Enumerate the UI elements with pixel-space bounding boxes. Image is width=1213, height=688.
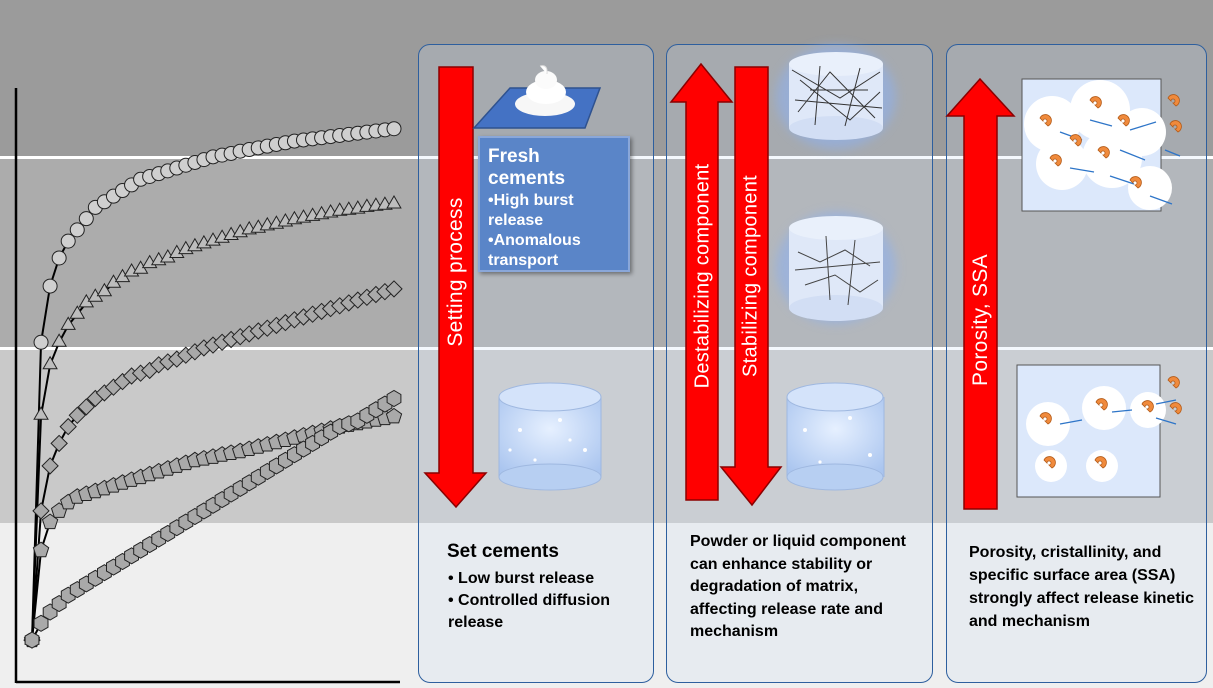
stabilizing-label: Stabilizing component bbox=[739, 175, 762, 377]
cement-paste-icon bbox=[472, 65, 602, 129]
data-point-triangle bbox=[33, 406, 49, 420]
porosity-ssa-label: Porosity, SSA bbox=[969, 254, 992, 386]
data-point-circle bbox=[386, 121, 402, 137]
setting-process-label: Setting process bbox=[444, 197, 467, 347]
data-point-pentagon bbox=[41, 513, 59, 530]
data-point-diamond bbox=[59, 417, 77, 436]
high-porosity-illustration bbox=[1021, 78, 1182, 212]
band-separator bbox=[0, 347, 1213, 350]
data-point-triangle bbox=[42, 355, 58, 370]
data-point-diamond bbox=[41, 457, 59, 475]
data-point-diamond bbox=[50, 434, 68, 453]
data-point-hexagon bbox=[386, 389, 402, 408]
porosity-description: Porosity, cristallinity, and specific su… bbox=[969, 544, 1194, 630]
fresh-cements-box: Fresh cements •High burst release •Anoma… bbox=[478, 136, 630, 272]
components-description: Powder or liquid component can enhance s… bbox=[690, 533, 906, 640]
data-point-diamond bbox=[385, 280, 403, 298]
fresh-item: •Anomalous transport bbox=[488, 232, 581, 269]
data-point-circle bbox=[60, 233, 76, 249]
fresh-cements-title: Fresh cements bbox=[488, 146, 566, 189]
set-item: • Low burst release bbox=[448, 570, 595, 587]
set-cements-list: • Low burst release • Controlled diffusi… bbox=[448, 568, 648, 634]
data-point-circle bbox=[69, 222, 85, 238]
data-point-hexagon bbox=[24, 631, 40, 649]
set-cement-cylinder bbox=[498, 382, 602, 491]
data-point-pentagon bbox=[32, 541, 50, 558]
band-top bbox=[0, 0, 1213, 158]
destabilizing-label: Destabilizing component bbox=[691, 163, 714, 389]
data-point-triangle bbox=[60, 316, 76, 330]
stabilizing-arrow bbox=[719, 66, 783, 507]
data-point-circle bbox=[33, 334, 49, 350]
setting-process-arrow bbox=[423, 66, 488, 509]
low-porosity-illustration bbox=[1016, 364, 1182, 498]
fresh-item: •High burst release bbox=[488, 192, 574, 229]
band-lower bbox=[0, 348, 1213, 523]
data-point-pentagon bbox=[385, 407, 403, 424]
data-point-triangle bbox=[51, 333, 67, 347]
data-point-diamond bbox=[68, 406, 87, 425]
set-item: • Controlled diffusion release bbox=[448, 592, 611, 631]
intact-matrix-cylinder bbox=[786, 382, 885, 491]
data-point-triangle bbox=[96, 282, 113, 297]
data-point-diamond bbox=[77, 398, 96, 416]
porosity-arrow bbox=[945, 77, 1016, 510]
degraded-matrix-cylinder bbox=[776, 45, 896, 149]
data-point-circle bbox=[51, 250, 67, 266]
data-point-circle bbox=[78, 211, 94, 227]
destabilizing-arrow bbox=[669, 62, 734, 501]
data-point-circle bbox=[42, 278, 58, 294]
data-point-diamond bbox=[32, 502, 50, 520]
set-cements-title: Set cements bbox=[447, 541, 559, 562]
cracked-matrix-cylinder bbox=[776, 212, 896, 324]
band-bottom bbox=[0, 523, 1213, 688]
data-point-diamond bbox=[240, 325, 258, 343]
data-point-triangle bbox=[69, 305, 86, 319]
release-curves-chart bbox=[14, 88, 403, 684]
data-point-triangle bbox=[386, 194, 402, 209]
